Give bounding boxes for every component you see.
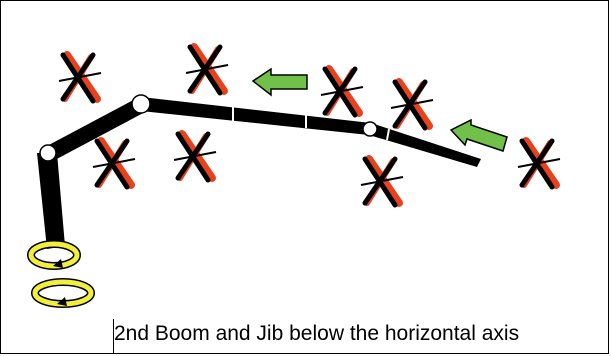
x-mark-icon [174, 134, 216, 180]
x-mark-icon [93, 141, 135, 187]
rotation-ring-icon [27, 240, 81, 270]
second-boom [141, 97, 371, 135]
left-arrow-icon [251, 67, 308, 97]
base-joint [39, 144, 57, 162]
jib-joint [362, 121, 378, 137]
boom-joint [131, 94, 151, 114]
x-mark-icon [518, 141, 560, 187]
caption-rule [113, 319, 114, 353]
rotation-ring-icon [31, 278, 95, 308]
x-mark-icon [59, 55, 101, 101]
x-mark-icon [186, 47, 228, 93]
x-mark-icon [391, 82, 433, 128]
jib [369, 123, 481, 167]
x-mark-icon [321, 69, 363, 115]
left-arrow-icon [449, 118, 508, 152]
x-mark-icon [361, 159, 403, 205]
diagram-caption: 2nd Boom and Jib below the horizontal ax… [114, 322, 520, 345]
first-boom [45, 97, 147, 161]
crane-mast [37, 153, 65, 249]
